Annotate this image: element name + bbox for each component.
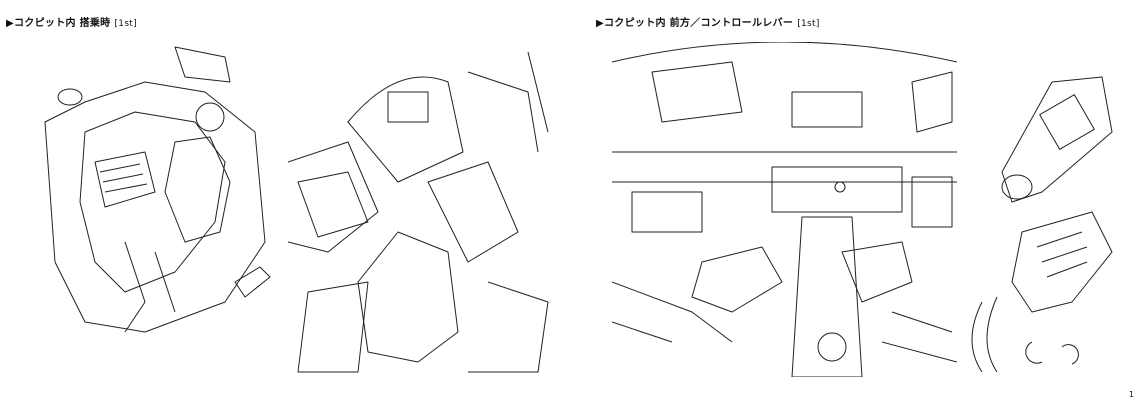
page-number: 1 xyxy=(1128,390,1134,399)
sketch-cockpit-interior xyxy=(287,51,563,377)
caption-marker: ▶ xyxy=(6,18,14,29)
caption-cockpit-front-levers: ▶コクピット内 前方／コントロールレバー[1st] xyxy=(596,14,820,29)
sketch-pilot-seated xyxy=(25,42,280,342)
sketch-control-levers xyxy=(962,72,1122,373)
caption-cockpit-boarding: ▶コクピット内 搭乗時[1st] xyxy=(6,14,137,29)
caption-title: コクピット内 前方／コントロールレバー xyxy=(604,18,794,29)
caption-title: コクピット内 搭乗時 xyxy=(14,18,111,29)
caption-tag: [1st] xyxy=(114,19,137,29)
sketch-cockpit-front xyxy=(611,41,958,378)
caption-tag: [1st] xyxy=(797,19,820,29)
caption-marker: ▶ xyxy=(596,18,604,29)
